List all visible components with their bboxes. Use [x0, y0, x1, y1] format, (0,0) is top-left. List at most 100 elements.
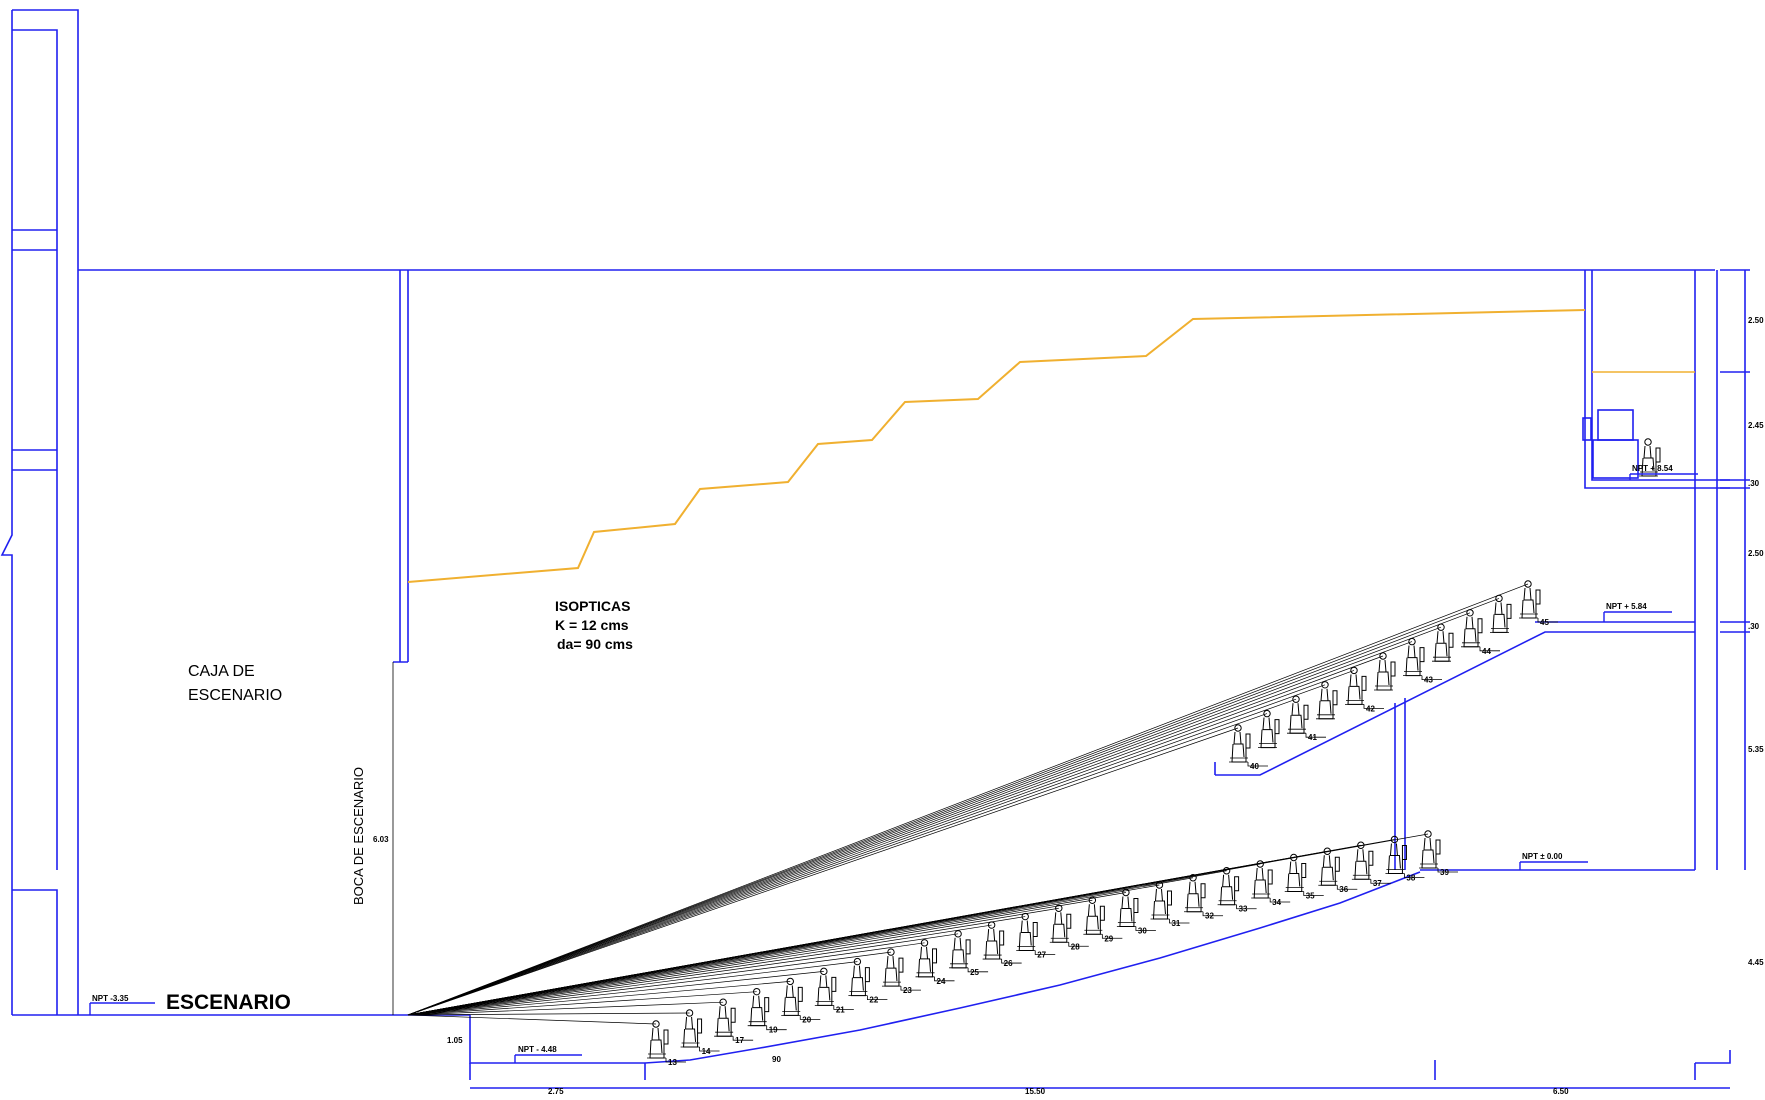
seat	[1049, 904, 1072, 943]
seat	[814, 967, 837, 1006]
row-step	[1101, 934, 1123, 939]
npt-stage: NPT -3.35	[92, 994, 129, 1003]
bottom-right-dimension: 6.50	[1553, 1087, 1569, 1096]
sightline	[407, 641, 1413, 1016]
npt-booth: NPT + 8.54	[1632, 464, 1673, 473]
row-step	[799, 1015, 821, 1020]
right-dimension-3: .30	[1748, 479, 1760, 488]
row-number: 24	[937, 977, 946, 986]
sightlines	[407, 583, 1529, 1025]
sightline	[407, 698, 1297, 1016]
row-step	[1135, 926, 1156, 931]
seat	[1250, 860, 1273, 899]
row-step	[1404, 873, 1425, 878]
bottom-center-dimension: 15.50	[1025, 1087, 1046, 1096]
isoptica-curve	[407, 309, 1586, 583]
sightline	[407, 583, 1529, 1016]
sightline	[407, 684, 1326, 1016]
row-number: 13	[668, 1058, 677, 1067]
caja-label-line2: ESCENARIO	[188, 687, 282, 704]
sightline	[407, 981, 791, 1016]
seat	[1418, 830, 1441, 869]
sightline	[407, 626, 1442, 1016]
row-number: 14	[702, 1047, 711, 1056]
right-dimension-7: 4.45	[1748, 958, 1764, 967]
row-step	[1202, 911, 1224, 917]
seat	[1116, 888, 1139, 928]
row-step	[1479, 646, 1500, 652]
row-step	[1437, 868, 1458, 873]
row-number: 23	[903, 986, 912, 995]
seat	[780, 977, 803, 1016]
npt-balcony: NPT + 5.84	[1606, 602, 1647, 611]
seat	[982, 921, 1005, 960]
seat	[1183, 874, 1206, 913]
sightline	[407, 713, 1268, 1016]
sightline	[407, 598, 1500, 1016]
seat	[881, 948, 904, 987]
sightline	[407, 971, 824, 1016]
row-step	[866, 995, 888, 1001]
seat	[1217, 867, 1240, 906]
row-number: 41	[1308, 733, 1317, 742]
seat	[948, 930, 971, 969]
row-number: 32	[1205, 912, 1214, 921]
seat	[713, 998, 736, 1037]
row-number: 42	[1366, 704, 1375, 713]
isopticas-da: da= 90 cms	[557, 636, 633, 652]
row-number: 40	[1250, 762, 1259, 771]
building-structure	[0, 9, 1750, 1089]
sightline	[407, 991, 757, 1016]
row-number: 31	[1171, 919, 1180, 928]
right-dimension-6: 5.35	[1748, 745, 1764, 754]
seat	[1351, 841, 1374, 880]
escenario-label: ESCENARIO	[166, 991, 291, 1014]
row-step	[1421, 675, 1442, 680]
seat	[1015, 912, 1038, 952]
row-spacing-dimension: 90	[772, 1055, 781, 1064]
row-number: 34	[1272, 898, 1281, 907]
row-step	[732, 1036, 754, 1041]
sightline	[407, 670, 1355, 1016]
right-dimension-2: 2.45	[1748, 421, 1764, 430]
seat	[747, 987, 770, 1027]
npt-main: NPT ± 0.00	[1522, 852, 1563, 861]
sightline	[407, 833, 1429, 1016]
row-step	[1370, 879, 1391, 884]
sightline	[407, 942, 925, 1016]
row-step	[1169, 919, 1190, 924]
row-number: 19	[769, 1026, 778, 1035]
row-step	[665, 1058, 686, 1063]
right-dimension-4: 2.50	[1748, 549, 1764, 558]
row-number: 38	[1406, 873, 1415, 882]
row-step	[1305, 733, 1326, 738]
sightline	[407, 612, 1471, 1016]
row-number: 20	[802, 1015, 811, 1024]
isopticas-k: K = 12 cms	[555, 617, 629, 633]
row-number: 37	[1373, 879, 1382, 888]
row-number: 39	[1440, 868, 1449, 877]
row-number: 45	[1540, 618, 1549, 627]
row-number: 29	[1104, 934, 1113, 943]
row-number: 22	[869, 996, 878, 1005]
row-step	[766, 1025, 787, 1031]
row-number: 44	[1482, 647, 1491, 656]
seat	[1082, 896, 1105, 935]
seat	[1317, 847, 1340, 886]
sightline	[407, 655, 1384, 1016]
row-step	[1236, 904, 1257, 910]
sightline	[407, 951, 892, 1016]
stage-opening-dimension: 6.03	[373, 835, 389, 844]
seat	[1384, 835, 1407, 874]
row-step	[967, 967, 989, 973]
bottom-left-dimension: 2.75	[548, 1087, 564, 1096]
npt-pit: NPT - 4.48	[518, 1045, 557, 1054]
seat	[680, 1009, 703, 1048]
sightline	[407, 961, 858, 1016]
sightline	[407, 924, 992, 1016]
right-dimension-5: .30	[1748, 622, 1760, 631]
row-number: 28	[1071, 942, 1080, 951]
row-number: 25	[970, 968, 979, 977]
boca-label: BOCA DE ESCENARIO	[351, 767, 366, 905]
